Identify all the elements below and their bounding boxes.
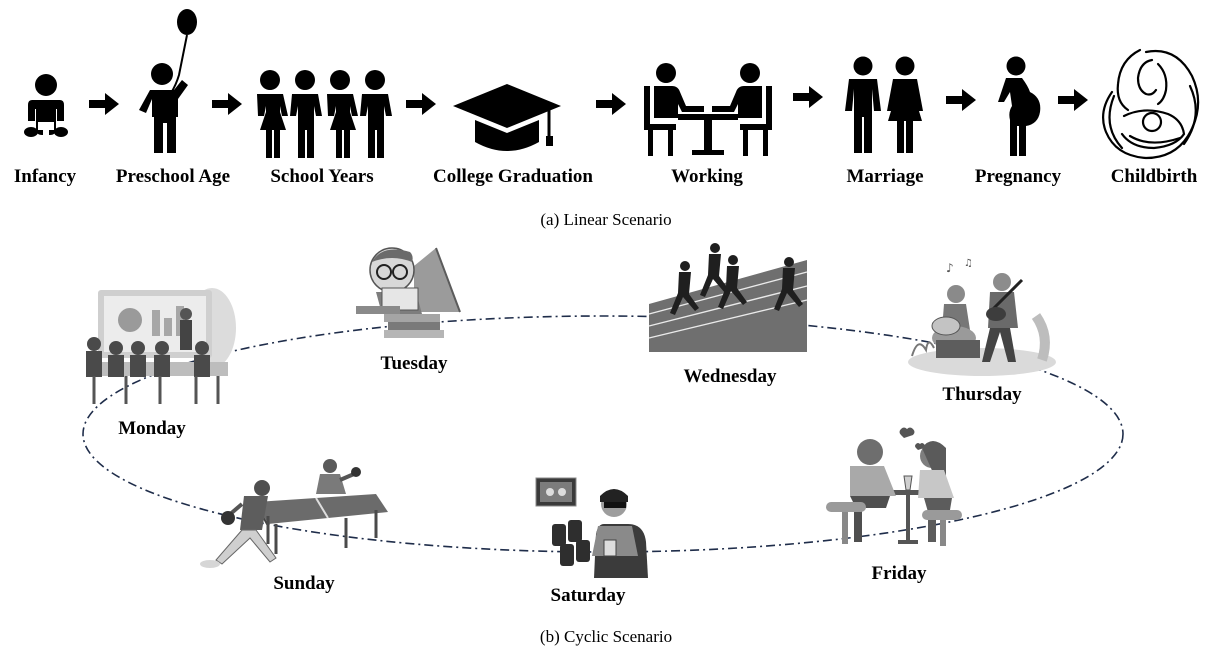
stage-label-pregnancy: Pregnancy <box>974 166 1062 187</box>
graduation-cap-icon <box>453 84 561 151</box>
stage-label-childbirth: Childbirth <box>1110 166 1198 187</box>
right-arrow-icon <box>89 93 119 115</box>
office-desk-icon <box>644 63 772 156</box>
table-tennis-players-illustration <box>200 459 388 568</box>
mother-and-baby-icon <box>1101 48 1200 160</box>
group-of-children-icon <box>257 70 392 158</box>
people-running-on-track-illustration <box>648 243 808 352</box>
stage-label-infancy: Infancy <box>13 166 77 187</box>
stage-label-college-graduation: College Graduation <box>433 166 593 187</box>
right-arrow-icon <box>212 93 242 115</box>
right-arrow-icon <box>793 86 823 108</box>
right-arrow-icon <box>406 93 436 115</box>
stage-label-marriage: Marriage <box>846 166 924 187</box>
musicians-playing-guitar-illustration: ♪ ♫ <box>908 258 1056 376</box>
couple-icon <box>845 56 923 153</box>
couple-at-cafe-date-illustration <box>826 427 962 546</box>
right-arrow-icon <box>946 89 976 111</box>
stage-label-preschool-age: Preschool Age <box>115 166 231 187</box>
right-arrow-icon <box>596 93 626 115</box>
day-label-monday: Monday <box>118 418 186 439</box>
child-with-balloon-icon <box>139 9 197 153</box>
day-label-friday: Friday <box>871 563 927 584</box>
business-meeting-illustration <box>86 288 236 404</box>
day-label-wednesday: Wednesday <box>683 366 777 387</box>
pregnant-woman-icon <box>998 56 1041 156</box>
boy-reading-books-illustration <box>356 247 461 338</box>
day-label-thursday: Thursday <box>942 384 1022 405</box>
man-in-cinema-illustration <box>535 477 648 578</box>
caption-linear-scenario: (a) Linear Scenario <box>540 210 672 229</box>
stage-label-school-years: School Years <box>270 166 374 187</box>
caption-cyclic-scenario: (b) Cyclic Scenario <box>539 627 673 646</box>
baby-icon <box>24 74 68 137</box>
day-label-saturday: Saturday <box>550 585 626 606</box>
svg-text:♫: ♫ <box>964 258 973 269</box>
day-label-tuesday: Tuesday <box>380 353 448 374</box>
right-arrow-icon <box>1058 89 1088 111</box>
stage-label-working: Working <box>671 166 743 187</box>
svg-text:♪: ♪ <box>946 261 954 275</box>
day-label-sunday: Sunday <box>273 573 335 594</box>
